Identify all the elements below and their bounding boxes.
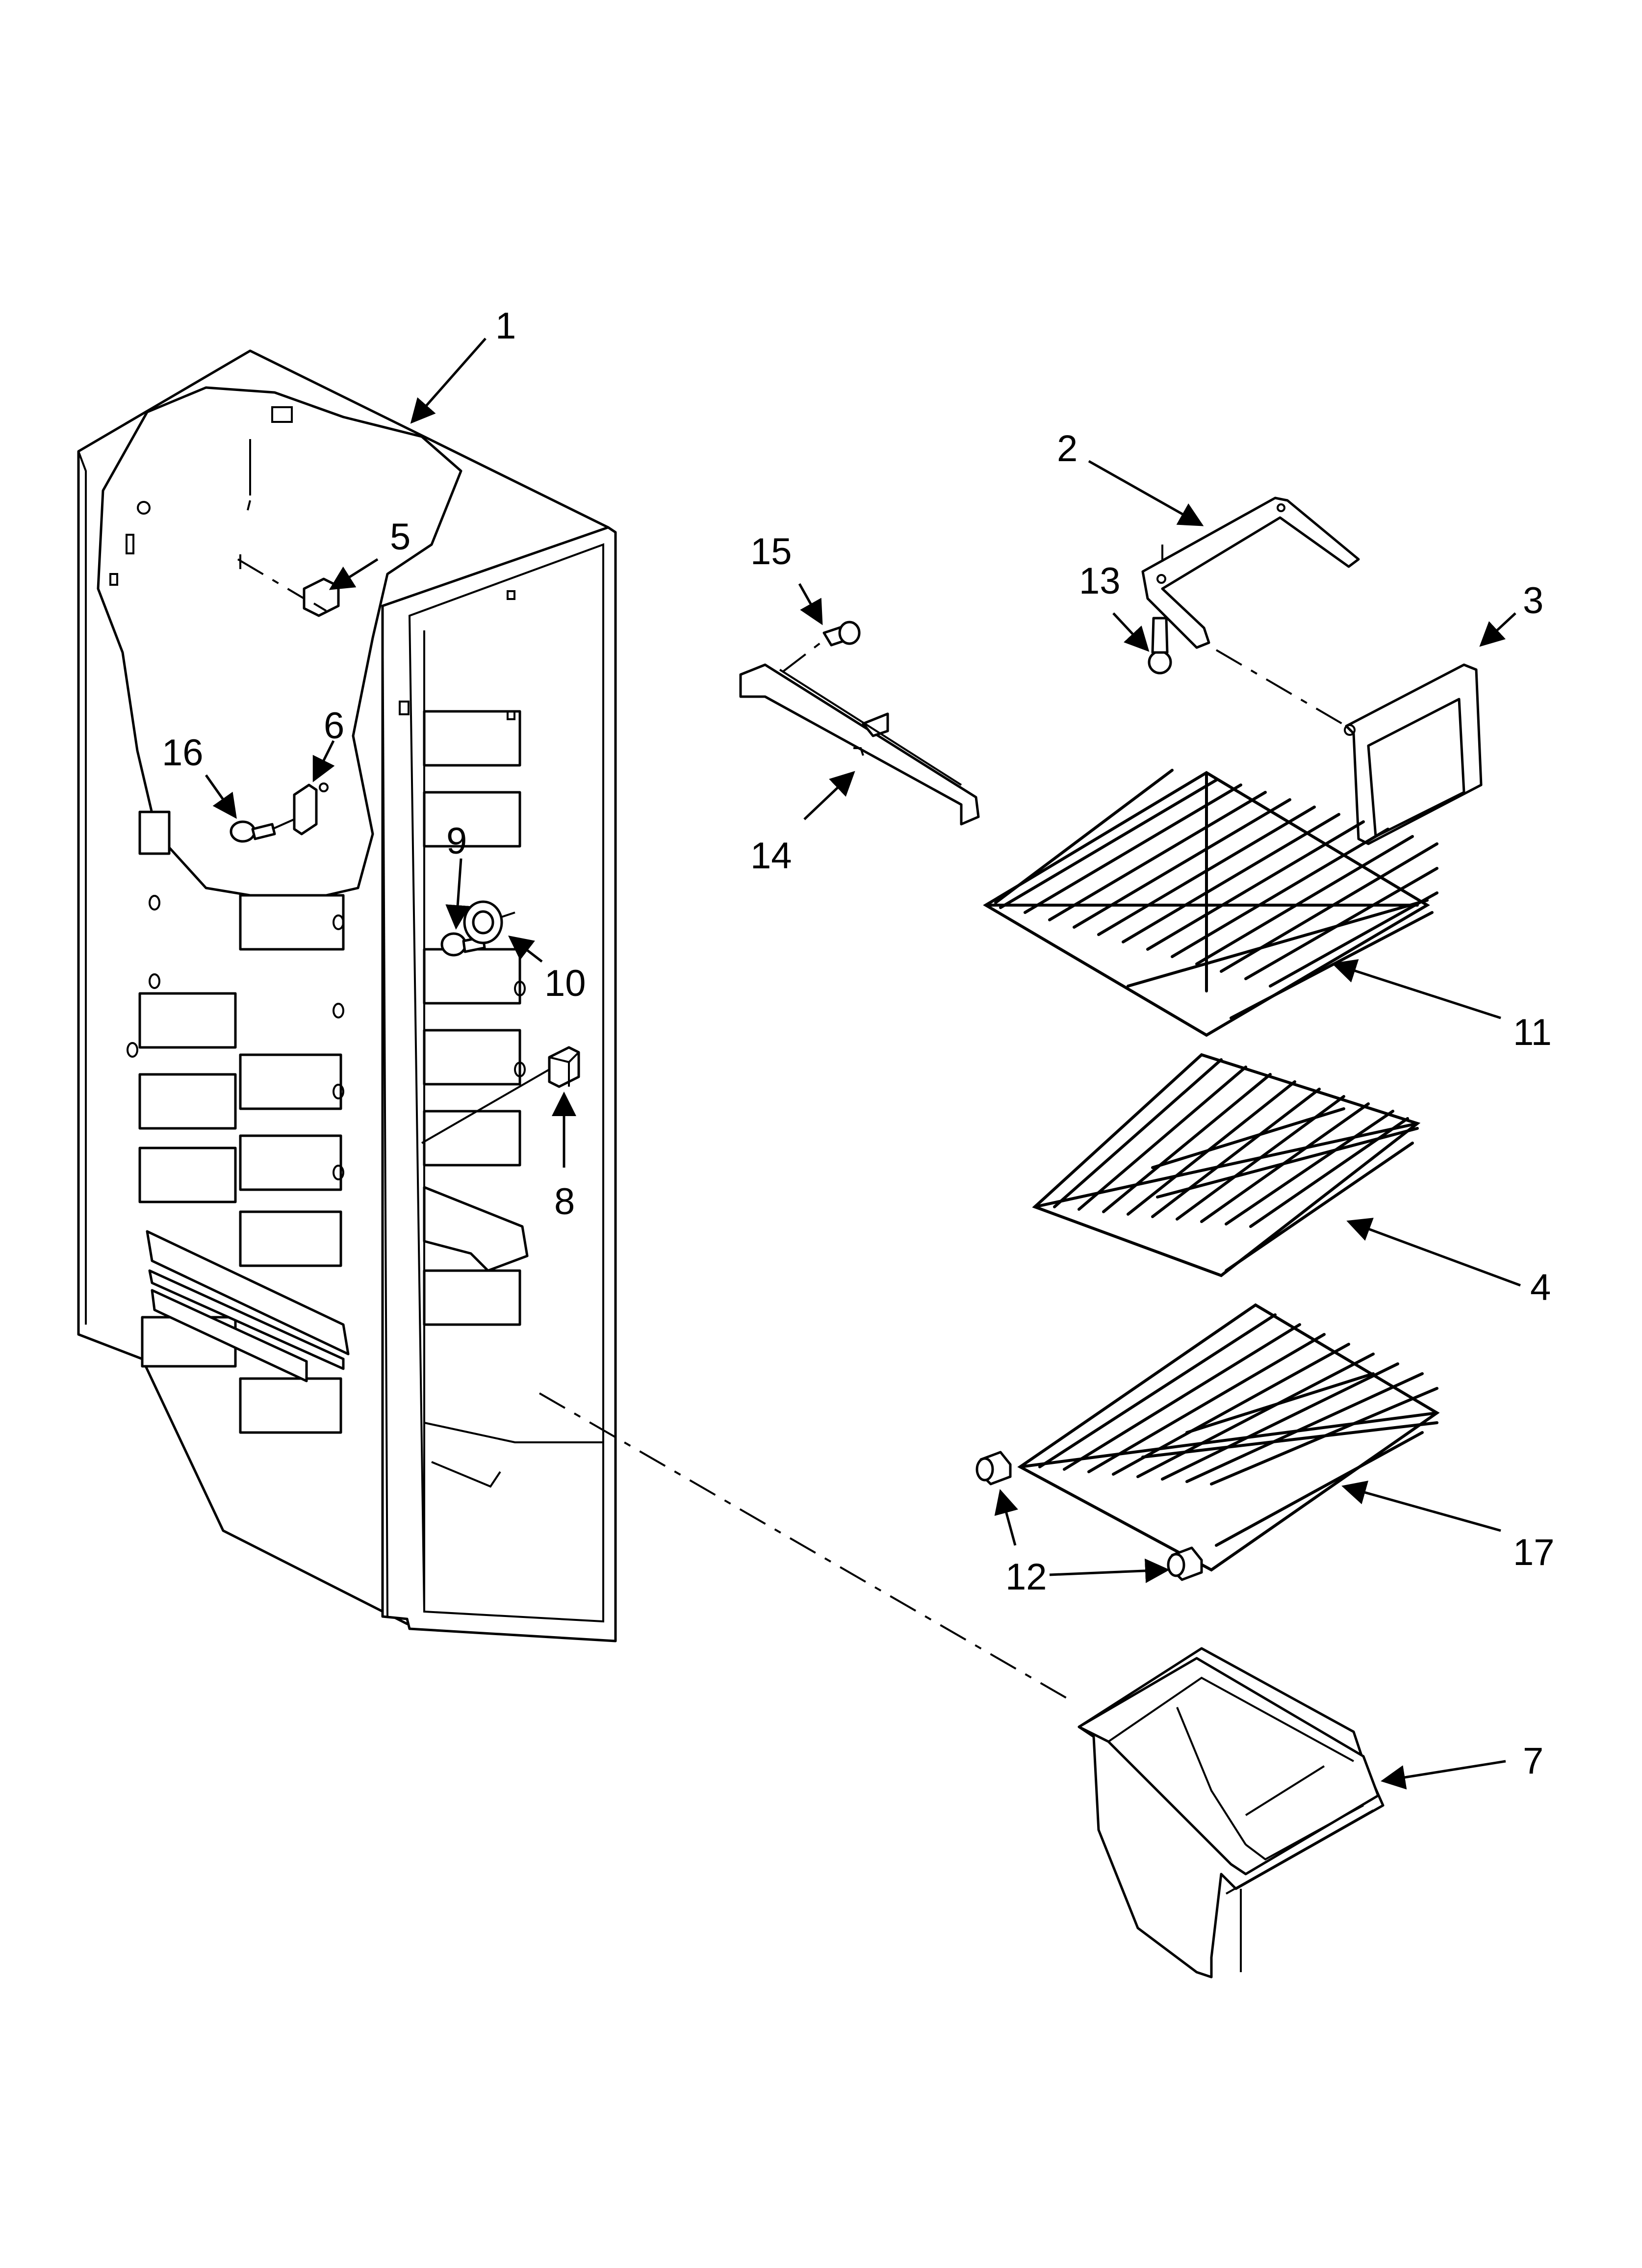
freezer-liner: [77, 349, 617, 1642]
part-12-cap-right: [1167, 1546, 1203, 1581]
bin-guide: [539, 1392, 1075, 1703]
callout-2: 2: [1057, 428, 1078, 469]
callout-1: 1: [495, 305, 516, 347]
part-17-wire-shelf: [1017, 1303, 1440, 1572]
callout-4: 4: [1530, 1267, 1551, 1308]
part-16-guide: [272, 818, 295, 830]
callout-8: 8: [554, 1181, 575, 1223]
part-14-shelf-support: [739, 663, 980, 826]
part-13-screw: [1148, 617, 1172, 675]
part-12-cap-left: [975, 1451, 1012, 1486]
callout-13: 13: [1079, 560, 1121, 602]
part-5-guide: [237, 558, 305, 600]
part-15-guide: [781, 639, 825, 673]
part-6-clip: [293, 782, 329, 835]
callout-9: 9: [446, 820, 467, 862]
part-11-wire-shelf: [983, 769, 1438, 1037]
callout-11: 11: [1513, 1012, 1552, 1053]
part-2-bracket: [1141, 496, 1360, 649]
callout-16: 16: [162, 732, 204, 774]
callout-14: 14: [750, 835, 792, 877]
part-16-screw: [230, 820, 276, 843]
callout-3: 3: [1523, 580, 1543, 622]
callout-5: 5: [390, 516, 410, 558]
callout-12: 12: [1005, 1556, 1047, 1598]
part-7-bin: [1078, 1647, 1385, 1979]
callout-17: 17: [1513, 1532, 1555, 1573]
liner-vents: [127, 810, 350, 1434]
callout-10: 10: [544, 963, 586, 1004]
part-8-guide: [421, 1069, 550, 1144]
part-3-panel: [1344, 663, 1483, 845]
callout-7: 7: [1523, 1740, 1543, 1782]
callout-labels: 1 2 3 4 5 6 7 8 9 10 11 12 13 14 15 16 1…: [162, 305, 1555, 1782]
leader-lines: [205, 338, 1521, 1790]
part-15-screw: [822, 621, 861, 647]
part-8-stop: [548, 1046, 580, 1088]
callout-15: 15: [750, 531, 792, 573]
callout-6: 6: [324, 705, 344, 747]
part-3-guide: [1215, 649, 1347, 727]
inner-wall-vents: [399, 590, 529, 1326]
part-4-wire-shelf: [1032, 1053, 1421, 1277]
